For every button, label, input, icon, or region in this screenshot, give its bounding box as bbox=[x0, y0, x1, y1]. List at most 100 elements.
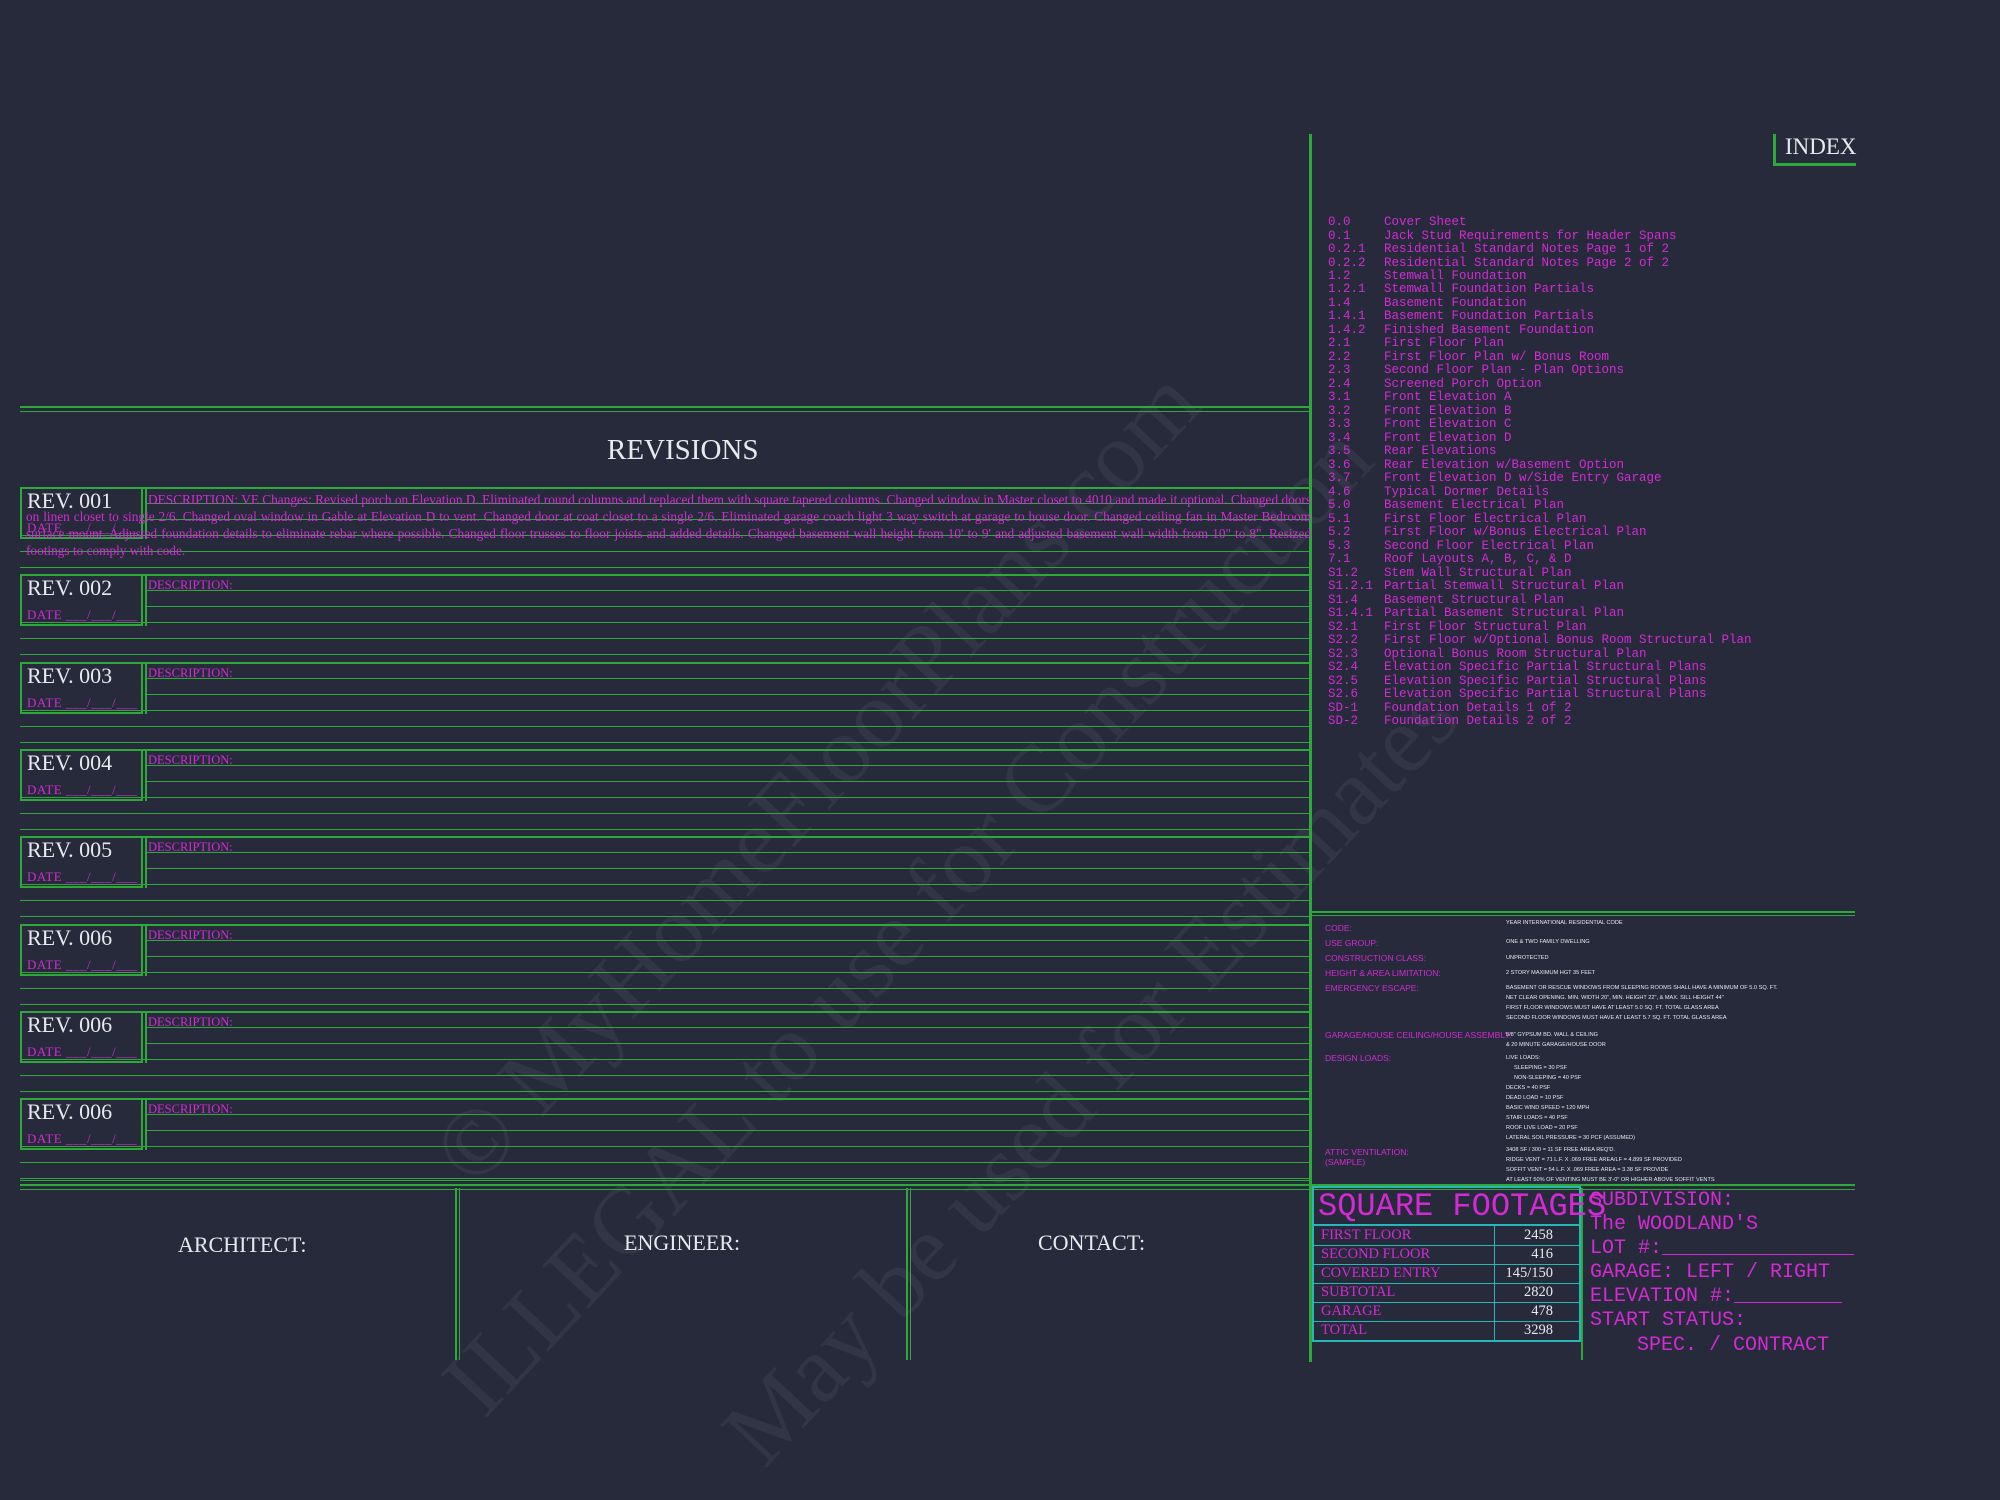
index-item-title: Basement Structural Plan bbox=[1384, 592, 1565, 607]
revision-date: DATE ___/___/___ bbox=[27, 1131, 138, 1146]
revision-description: DESCRIPTION: bbox=[148, 1102, 233, 1116]
index-item-title: Elevation Specific Partial Structural Pl… bbox=[1384, 687, 1707, 701]
index-item-number: S2.5 bbox=[1328, 673, 1359, 688]
index-item-number: 3.2 bbox=[1328, 403, 1351, 418]
revision-label: REV. 006 bbox=[27, 1099, 113, 1124]
index-item-title: Stemwall Foundation Partials bbox=[1384, 282, 1595, 297]
index-item-number: 5.0 bbox=[1328, 498, 1351, 513]
code-info-value: 5/8" GYPSUM BD. WALL & CEILING bbox=[1506, 1032, 1599, 1038]
index-item-title: Partial Stemwall Structural Plan bbox=[1384, 579, 1625, 594]
code-info-value: SOFFIT VENT = 54 L.F. X .069 FREE AREA =… bbox=[1506, 1167, 1669, 1173]
index-item-number: 4.6 bbox=[1328, 484, 1351, 499]
index-item-number: 1.2.1 bbox=[1328, 282, 1366, 297]
square-footage-row-rule bbox=[1312, 1340, 1581, 1341]
code-info-label: HEIGHT & AREA LIMITATION: bbox=[1325, 968, 1441, 978]
revision-label-bottom bbox=[20, 886, 143, 888]
revision-rule bbox=[20, 487, 1310, 489]
bottom-divider-1b bbox=[459, 1188, 460, 1360]
index-item: 1.2.1 Stemwall Foundation Partials bbox=[1328, 282, 1594, 296]
revision-description: DESCRIPTION: VE Changes: Revised porch o… bbox=[26, 491, 1311, 559]
revision-rule bbox=[20, 662, 1310, 664]
revision-line bbox=[20, 884, 1310, 885]
index-item-title: Roof Layouts A, B, C, & D bbox=[1384, 552, 1572, 567]
index-item-title: Basement Electrical Plan bbox=[1384, 498, 1565, 513]
index-item-title: Front Elevation B bbox=[1384, 403, 1512, 418]
code-info-value: NET CLEAR OPENING. MIN. WIDTH 20", MIN. … bbox=[1506, 995, 1724, 1001]
revision-description: DESCRIPTION: bbox=[148, 666, 233, 680]
revision-label-left bbox=[20, 749, 22, 801]
engineer-label: ENGINEER: bbox=[624, 1230, 741, 1255]
revision-line bbox=[20, 1059, 1310, 1060]
code-info-value: BASEMENT OR RESCUE WINDOWS FROM SLEEPING… bbox=[1506, 985, 1778, 991]
index-item-number: 2.1 bbox=[1328, 336, 1351, 351]
square-footage-label: SUBTOTAL bbox=[1321, 1284, 1396, 1300]
subdivision-divider bbox=[1581, 1188, 1583, 1360]
revision-rule bbox=[20, 574, 1310, 576]
index-item-title: Optional Bonus Room Structural Plan bbox=[1384, 646, 1647, 661]
revision-line bbox=[20, 638, 1310, 639]
code-info-value: ONE & TWO FAMILY DWELLING bbox=[1506, 939, 1590, 945]
index-item: 3.1 Front Elevation A bbox=[1328, 390, 1512, 404]
revision-label-right bbox=[141, 1011, 143, 1063]
revision-line bbox=[147, 606, 1310, 607]
index-item-title: Finished Basement Foundation bbox=[1384, 322, 1595, 337]
revision-label: REV. 001 bbox=[27, 488, 113, 513]
revision-label-right-2 bbox=[145, 487, 147, 539]
square-footage-value: 416 bbox=[1531, 1246, 1553, 1262]
index-item-title: Front Elevation A bbox=[1384, 390, 1512, 405]
index-item-number: 2.3 bbox=[1328, 363, 1351, 378]
code-info-value: DEAD LOAD = 10 PSF bbox=[1506, 1095, 1564, 1101]
square-footage-row-rule bbox=[1312, 1302, 1581, 1303]
index-item-title: Stemwall Foundation bbox=[1384, 268, 1527, 283]
revision-label-right bbox=[141, 574, 143, 626]
square-footage-label: FIRST FLOOR bbox=[1321, 1227, 1412, 1243]
square-footage-row-rule bbox=[1312, 1321, 1581, 1322]
revision-date: DATE ___/___/___ bbox=[27, 1044, 138, 1059]
revisions-top-rule-2 bbox=[20, 411, 1310, 412]
revision-line bbox=[20, 1162, 1310, 1163]
revision-date: DATE ___/___/___ bbox=[27, 520, 138, 535]
revision-line bbox=[20, 654, 1310, 655]
index-item-title: Residential Standard Notes Page 2 of 2 bbox=[1384, 255, 1670, 270]
index-item-number: 0.2.1 bbox=[1328, 242, 1366, 256]
revision-line bbox=[147, 956, 1310, 957]
revision-line bbox=[20, 988, 1310, 989]
garage-side: GARAGE: LEFT / RIGHT bbox=[1590, 1261, 1831, 1284]
code-info-value: ROOF LIVE LOAD = 20 PSF bbox=[1506, 1125, 1578, 1131]
revision-line bbox=[20, 1075, 1310, 1076]
revision-label-left bbox=[20, 662, 22, 714]
square-footage-row-rule bbox=[1312, 1245, 1581, 1246]
revision-description: DESCRIPTION: bbox=[148, 840, 233, 854]
revision-line bbox=[147, 694, 1310, 695]
revision-line bbox=[147, 519, 1310, 520]
square-footage-row-rule bbox=[1312, 1283, 1581, 1284]
index-item-number: 5.2 bbox=[1328, 525, 1351, 540]
code-info-value: BASIC WIND SPEED = 120 MPH bbox=[1506, 1105, 1590, 1111]
index-item-title: First Floor Plan bbox=[1384, 336, 1505, 351]
index-item-number: 3.1 bbox=[1328, 390, 1351, 405]
revision-label-left bbox=[20, 1098, 22, 1150]
